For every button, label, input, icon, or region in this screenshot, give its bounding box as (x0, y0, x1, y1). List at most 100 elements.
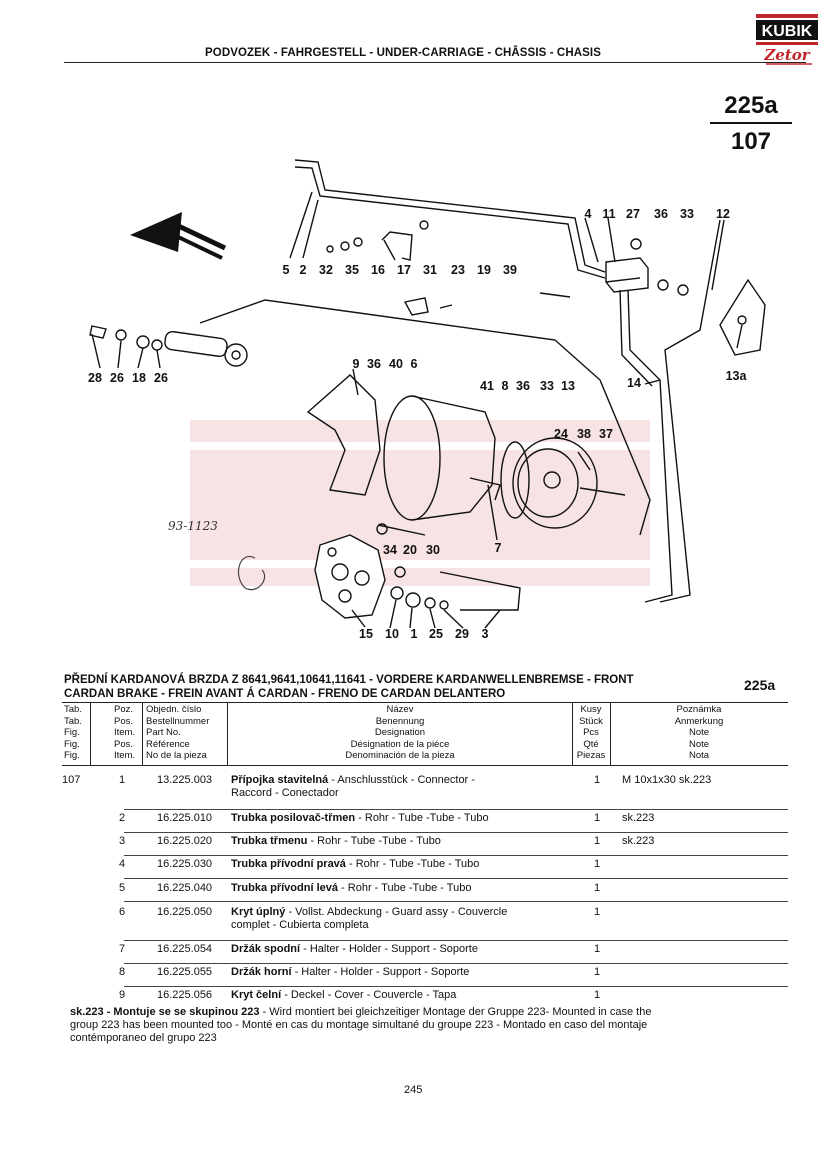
cell-part-number: 16.225.050 (157, 906, 213, 918)
callout-label: 39 (503, 263, 517, 277)
callout-label: 14 (627, 376, 641, 390)
header-desc-line: Název (386, 704, 414, 715)
header-pos: Poz.Pos.Item.Pos.Item. (114, 704, 135, 762)
callout-label: 37 (599, 427, 613, 441)
cell-description: Držák horní - Halter - Holder - Support … (231, 966, 581, 979)
callout-label: 31 (423, 263, 437, 277)
part-name-translations: - Rohr - Tube -Tube - Tubo (307, 835, 441, 847)
header-num-line: Part No. (146, 727, 181, 738)
header-num-line: Objedn. číslo (146, 704, 202, 715)
cell-description: Kryt úplný - Vollst. Abdeckung - Guard a… (231, 906, 581, 932)
row-divider (124, 901, 788, 902)
page-code-bottom: 107 (730, 128, 772, 155)
header-desc-line: Benennung (375, 715, 425, 727)
header-qty-line: Kusy (580, 704, 602, 715)
handwritten-note: 93-1123 (168, 519, 218, 533)
cell-description: Kryt čelní - Deckel - Cover - Couvercle … (231, 989, 581, 1002)
callout-label: 34 (383, 543, 397, 557)
header-desc-line: Désignation de la piéce (350, 738, 450, 750)
table-row: 8 16.225.055 Držák horní - Halter - Holder… (62, 966, 788, 980)
row-divider (124, 809, 788, 810)
callout-label: 28 (88, 371, 102, 385)
header-note-line: Poznámka (676, 704, 722, 715)
cell-note: M 10x1x30 sk.223 (622, 774, 712, 786)
cell-position: 5 (118, 882, 126, 894)
part-name-cs: Držák spodní (231, 943, 301, 955)
cell-part-number: 16.225.056 (157, 989, 213, 1001)
header-fig-line: Fig. (64, 738, 80, 750)
part-name-cs: Kryt úplný (231, 906, 286, 918)
cell-quantity: 1 (593, 906, 601, 918)
row-divider (124, 832, 788, 833)
cell-position: 3 (118, 835, 126, 847)
header-num-line: No de la pieza (146, 750, 207, 761)
cell-position: 9 (118, 989, 126, 1001)
cell-quantity: 1 (593, 943, 601, 955)
callout-label: 6 (411, 357, 418, 371)
page-code-top: 225a (724, 92, 778, 119)
header-note-line: Note (688, 738, 710, 750)
cell-description: Držák spodní - Halter - Holder - Support… (231, 943, 581, 956)
part-name-translations: - Vollst. Abdeckung - Guard assy - Couve… (285, 906, 508, 918)
callout-label: 3 (482, 627, 489, 641)
cell-note: sk.223 (622, 812, 655, 824)
callout-label: 4 (585, 207, 592, 221)
part-name-cs: Trubka třmenu (231, 835, 308, 847)
section-title-line-1: PŘEDNÍ KARDANOVÁ BRZDA Z 8641,9641,10641… (64, 674, 634, 686)
direction-arrow-icon (130, 212, 227, 260)
part-name-translations: - Rohr - Tube -Tube - Tubo (355, 812, 489, 824)
part-name-translations: - Deckel - Cover - Couvercle - Tapa (281, 989, 457, 1001)
cell-quantity: 1 (593, 812, 601, 824)
cell-description: Trubka přívodní pravá - Rohr - Tube -Tub… (231, 858, 581, 871)
cell-fig: 107 (62, 774, 81, 786)
header-pos-line: Pos. (114, 738, 134, 750)
callout-label: 13 (561, 379, 575, 393)
header-num-line: Bestellnummer (146, 715, 210, 727)
cell-position: 4 (118, 858, 126, 870)
callout-label: 18 (132, 371, 146, 385)
header-fig-line: Tab. (64, 715, 82, 727)
callout-label: 20 (403, 543, 417, 557)
header-fig-line: Fig. (64, 727, 80, 738)
table-header: Tab.Tab.Fig.Fig.Fig. Poz.Pos.Item.Pos.It… (62, 702, 788, 766)
callout-label: 25 (429, 627, 443, 641)
callout-label: 41 (480, 379, 494, 393)
part-name-cs: Trubka přívodní levá (231, 882, 338, 894)
row-divider (124, 855, 788, 856)
header-note-line: Note (688, 727, 710, 738)
footnote-code: sk.223 - Montuje se se skupinou 223 (70, 1006, 260, 1018)
row-divider (124, 878, 788, 879)
callout-label: 2 (300, 263, 307, 277)
callout-label: 26 (154, 371, 168, 385)
cell-part-number: 16.225.055 (157, 966, 213, 978)
callout-label: 1 (411, 627, 418, 641)
cell-quantity: 1 (593, 858, 601, 870)
logo-top-text: KUBIK (762, 23, 813, 40)
page-header-title: PODVOZEK - FAHRGESTELL - UNDER-CARRIAGE … (205, 47, 601, 59)
part-name-translations: - Halter - Holder - Support - Soporte (300, 943, 478, 955)
cell-part-number: 16.225.020 (157, 835, 213, 847)
header-note-line: Anmerkung (674, 715, 724, 727)
cell-position: 8 (118, 966, 126, 978)
callout-label: 33 (540, 379, 554, 393)
section-title: PŘEDNÍ KARDANOVÁ BRZDA Z 8641,9641,10641… (64, 673, 724, 701)
callout-label: 36 (654, 207, 668, 221)
header-divider (64, 62, 806, 63)
header-pos-line: Item. (114, 750, 136, 761)
header-num-line: Référence (146, 738, 190, 750)
cell-description: Trubka třmenu - Rohr - Tube -Tube - Tubo (231, 835, 581, 848)
callout-label: 36 (516, 379, 530, 393)
header-fig-line: Tab. (64, 704, 82, 715)
part-name-translations: - Rohr - Tube -Tube - Tubo (337, 882, 472, 894)
callout-label: 30 (426, 543, 440, 557)
callout-label: 26 (110, 371, 124, 385)
row-divider (124, 986, 788, 987)
cell-quantity: 1 (593, 774, 601, 786)
callout-label: 40 (389, 357, 403, 371)
callout-label: 5 (283, 263, 290, 277)
table-row: 9 16.225.056 Kryt čelní - Deckel - Cover -… (62, 989, 788, 1003)
